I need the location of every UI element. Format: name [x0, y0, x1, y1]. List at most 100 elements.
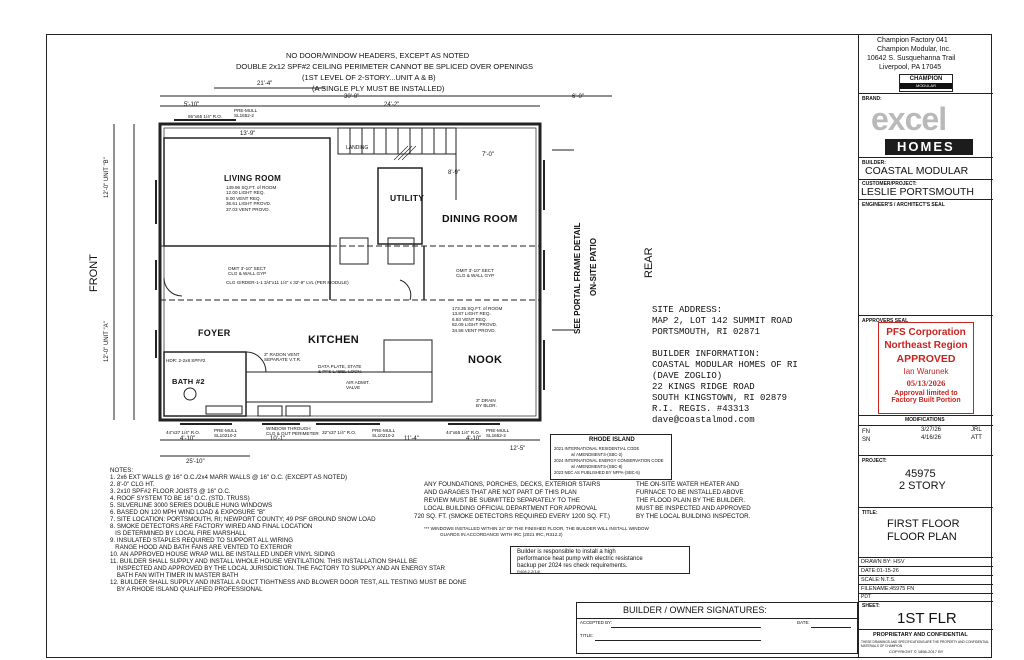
- note-7: 7. SITE LOCATION: PORTSMOUTH, RI; NEWPOR…: [110, 516, 376, 523]
- dim-11-4: 11'-4": [404, 436, 419, 442]
- mod-fn-code: FN: [862, 429, 870, 435]
- homes-banner: HOMES: [885, 139, 973, 155]
- builder-cell: BUILDER: COASTAL MODULAR: [859, 158, 993, 180]
- premull-label-2: PRE-MULL SL10210-2: [214, 428, 238, 439]
- center-note-2: AND GARAGES THAT ARE NOT PART OF THIS PL…: [424, 489, 577, 496]
- title-line[interactable]: [595, 640, 761, 641]
- center-note-5: 720 SQ. FT. (SMOKE DETECTORS REQUIRED EV…: [414, 513, 610, 520]
- builder-email: dave@coastalmod.com: [652, 415, 755, 425]
- bath-label: BATH #2: [172, 377, 205, 386]
- brand-label: BRAND:: [862, 96, 882, 102]
- center-note-4: LOCAL BUILDING OFFICIAL DEPARTMENT FOR A…: [424, 505, 598, 512]
- factory-line-2: Champion Modular, Inc.: [877, 46, 951, 53]
- premull-label-4: PRE-MULL SL1652-2: [486, 428, 510, 439]
- premull-label-3: PRE-MULL SL10210-2: [372, 428, 396, 439]
- window-ro-c: 44"x65 1/4" R.O.: [446, 430, 481, 435]
- site-address-line-1: MAP 2, LOT 142 SUMMIT ROAD: [652, 316, 793, 326]
- champion-logo-text: CHAMPION: [909, 76, 943, 82]
- site-address-label: SITE ADDRESS:: [652, 305, 723, 315]
- foyer-label: FOYER: [198, 328, 231, 338]
- drain-label: 3" DRAIN BY BLDR.: [476, 398, 497, 409]
- builder-info-line-5: R.I. REGIS. #43313: [652, 404, 750, 414]
- project-type: 2 STORY: [899, 480, 946, 492]
- drawn-by: DRAWN BY: HSV: [861, 559, 905, 565]
- excel-logo: excel: [871, 101, 947, 137]
- champion-logo-subtext: MODULAR: [900, 83, 952, 89]
- code-box: RHODE ISLAND 2021 INTERNATIONAL RESIDENT…: [550, 434, 672, 480]
- clg-girder-label: CLG GIRDER-1-1 3/4"x11 1/4" x 32'-9" LVL…: [226, 280, 349, 285]
- brand-cell: BRAND: excel HOMES: [859, 94, 993, 158]
- header-note-3: (1ST LEVEL OF 2-STORY...UNIT A & B): [302, 73, 436, 82]
- landing-label: LANDING: [346, 145, 369, 151]
- nook-info: 173.35 SQ.FT. of ROOM 13.87 LIGHT REQ. 6…: [452, 306, 503, 333]
- engineer-seal-cell: ENGINEER'S / ARCHITECT'S SEAL: [859, 200, 993, 316]
- heat-pump-line-3: backup per 2024 res check requirements.: [517, 563, 628, 569]
- builder-info-line-4: SOUTH KINGSTOWN, RI 02879: [652, 393, 788, 403]
- builder-info-line-2: (DAVE ZOGLIO): [652, 371, 723, 381]
- stamp-line-5: 05/13/2026: [906, 378, 946, 388]
- note-12b: BY A RHODE ISLAND QUALIFIED PROFESSIONAL: [110, 586, 263, 593]
- note-4: 4. ROOF SYSTEM TO BE 16" O.C. (STD. TRUS…: [110, 495, 250, 502]
- note-9: 9. INSULATED STAPLES REQUIRED TO SUPPORT…: [110, 537, 294, 544]
- dim-8-9: 8'-9": [448, 170, 460, 176]
- title-field-label: TITLE:: [580, 633, 594, 638]
- customer-cell: CUSTOMER/PROJECT: LESLIE PORTSMOUTH: [859, 180, 993, 200]
- factory-line-1: Champion Factory 041: [877, 37, 948, 44]
- dim-4-10: 4'-10": [180, 436, 196, 442]
- dim-10-1: 10'-1": [270, 436, 286, 442]
- engineer-seal-label: ENGINEER'S / ARCHITECT'S SEAL: [862, 202, 945, 208]
- sheet-label: SHEET:: [862, 603, 880, 609]
- radon-vent-label: 3" RADON VENT SEPARATE V.T.R.: [264, 352, 302, 363]
- filename-cell: FILENAME:45975 FN: [859, 585, 993, 594]
- dim-24-2: 24'-2": [384, 102, 400, 108]
- note-6: 6. BASED ON 120 MPH WIND LOAD & EXPOSURE…: [110, 509, 266, 516]
- accepted-by-line[interactable]: [611, 627, 761, 628]
- code-line-3: 2023 NEC AS PUBLISHED BY NFPA-(SBC-5): [554, 470, 640, 475]
- factory-cell: Champion Factory 041 Champion Modular, I…: [859, 34, 993, 94]
- mod-sn-date: 4/16/26: [921, 435, 942, 441]
- water-heater-note-3: THE FLOOD PLAIN BY THE BUILDER.: [636, 497, 746, 504]
- water-heater-note-5: BY THE LOCAL BUILDING INSPECTOR.: [636, 513, 751, 520]
- note-10: 10. AN APPROVED HOUSE WRAP WILL BE INSTA…: [110, 551, 336, 558]
- note-1: 1. 2x6 EXT WALLS @ 16" O.C./2x4 MARR WAL…: [110, 474, 348, 481]
- note-11b: INSPECTED AND APPROVED BY THE LOCAL JURI…: [110, 565, 446, 572]
- code-line-2b: w/ AMENDMENTS-(SBC-8): [571, 464, 623, 469]
- signature-box: BUILDER / OWNER SIGNATURES: ACCEPTED BY:…: [576, 602, 858, 654]
- builder-label: BUILDER:: [862, 160, 886, 166]
- center-note-3: REVIEW MUST BE SUBMITTED SEPARATELY TO T…: [424, 497, 580, 504]
- exterior-wall: [158, 122, 542, 422]
- heat-pump-line-2: performance heat pump with electric resi…: [517, 556, 643, 562]
- utility-label: UTILITY: [390, 193, 425, 203]
- omit-label-1: OMIT 3'-10" SECT CLG & WALL GYP: [228, 266, 267, 277]
- drawing-title-2: FLOOR PLAN: [887, 531, 957, 543]
- sheet-cell: SHEET: 1ST FLR: [859, 602, 993, 630]
- window-ro-a: 44"x37 1/4" R.O.: [166, 430, 201, 435]
- note-9b: RANGE HOOD AND BATH FANS ARE VENTED TO E…: [110, 544, 292, 551]
- builder-name: COASTAL MODULAR: [865, 165, 969, 177]
- note-11: 11. BUILDER SHALL SUPPLY AND INSTALL WHO…: [110, 558, 418, 565]
- note-11c: BATH FAN WITH TIMER IN MASTER BATH: [110, 572, 239, 579]
- date-line[interactable]: [811, 627, 851, 628]
- premull-label-1: PRE-MULL SL1652-2: [234, 108, 258, 119]
- window-guard-note-2: GUARDS IN ACCORDANCE WITH IRC (2021 IRC,…: [440, 532, 563, 537]
- proprietary-text: THESE DRAWINGS AND SPECIFICATIONS ARE TH…: [861, 640, 989, 648]
- living-room-label: LIVING ROOM: [224, 174, 282, 183]
- factory-line-4: Liverpool, PA 17045: [879, 64, 942, 71]
- project-cell: PROJECT: 45975 2 STORY: [859, 456, 993, 508]
- homes-logo-text: HOMES: [897, 139, 955, 154]
- date-label: DATE:: [797, 620, 810, 625]
- copyright-text: COPYRIGHT © 1856-2017 BY: [889, 649, 944, 654]
- dim-5-10: 5'-10": [184, 102, 200, 108]
- project-number: 45975: [905, 468, 936, 480]
- modifications-label: MODIFICATIONS: [905, 417, 945, 423]
- proprietary-cell: PROPRIETARY AND CONFIDENTIAL THESE DRAWI…: [859, 630, 993, 658]
- code-line-2: 2024 INTERNATIONAL ENERGY CONSERVATION C…: [554, 458, 664, 463]
- mod-fn-date: 3/27/26: [921, 427, 942, 433]
- builder-info-label: BUILDER INFORMATION:: [652, 349, 761, 359]
- kitchen-label: KITCHEN: [308, 334, 359, 346]
- signature-title: BUILDER / OWNER SIGNATURES:: [623, 605, 767, 615]
- stamp-line-6: Approval limited to: [894, 390, 958, 397]
- drawing-sheet: [46, 34, 992, 658]
- drawn-by-cell: DRAWN BY: HSV: [859, 558, 993, 567]
- header-note-2: DOUBLE 2x12 SPF#2 CEILING PERIMETER CANN…: [236, 62, 534, 71]
